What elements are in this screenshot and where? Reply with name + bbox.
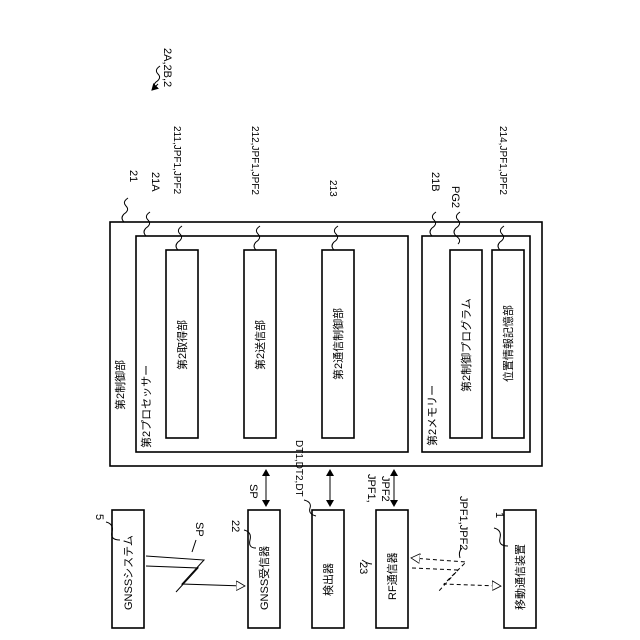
sp-wireless-signal-shadow (146, 566, 198, 592)
program-ref: PG2 (449, 186, 461, 208)
detector-ref: DT1,DT2,DT (293, 440, 304, 497)
memory-label: 第2メモリー (425, 385, 439, 446)
sp-wireless-label: SP (193, 522, 205, 537)
mobile-label: 移動通信装置 (513, 544, 527, 610)
comm-control-ref: 213 (327, 180, 338, 197)
program-label: 第2制御プログラム (459, 298, 473, 392)
jpf-arrow-label-1: JPF1, (365, 474, 377, 503)
gnss-receiver-label: GNSS受信器 (258, 546, 271, 610)
transmission-ref: 212,JPF1,JPF2 (249, 126, 260, 195)
figure-ref-label: 2A,2B,2 (161, 48, 173, 87)
sp-arrow-label: SP (247, 484, 259, 499)
controller-leader (122, 198, 128, 222)
transmission-label: 第2送信部 (253, 320, 267, 370)
gnss-system-ref: 5 (93, 514, 105, 520)
acquisition-label: 第2取得部 (175, 320, 189, 370)
rf-ref: 23 (357, 562, 369, 574)
processor-ref: 21A (149, 172, 161, 192)
gnss-receiver-ref: 22 (229, 520, 241, 532)
memory-ref: 21B (429, 172, 441, 192)
sp-wireless-leader (192, 540, 196, 552)
jpf-wireless-signal-shadow (412, 568, 458, 592)
rf-label: RF通信器 (386, 552, 399, 600)
controller-label: 第2制御部 (113, 360, 127, 410)
position-storage-ref: 214,JPF1,JPF2 (497, 126, 508, 195)
gnss-system-label: GNSSシステム (122, 535, 135, 610)
jpf-wireless-label: JPF1,JPF2 (457, 496, 469, 550)
position-storage-label: 位置情報記憶部 (501, 305, 515, 382)
acquisition-ref: 211,JPF1,JPF2 (171, 126, 182, 195)
comm-control-label: 第2通信制御部 (331, 308, 345, 380)
jpf-wireless-signal (412, 558, 500, 586)
detector-label: 検出器 (321, 563, 335, 596)
mobile-ref: 1 (493, 512, 505, 518)
figure-ref-arrow (152, 84, 158, 90)
controller-ref: 21 (127, 170, 139, 182)
jpf-arrow-label-2: JPF2 (379, 476, 391, 502)
processor-label: 第2プロセッサー (139, 365, 153, 448)
